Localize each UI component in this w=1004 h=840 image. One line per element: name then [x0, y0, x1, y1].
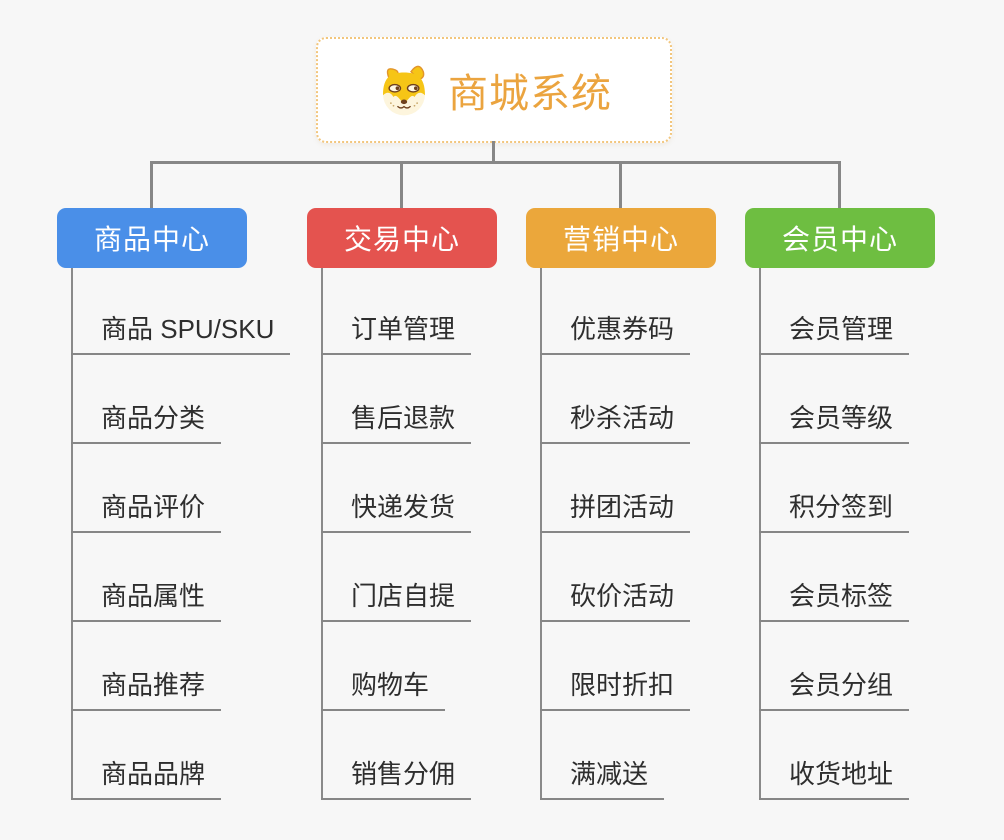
leaf-node[interactable]: 会员分组 [759, 667, 910, 711]
branch-box-4[interactable]: 会员中心 [745, 208, 935, 268]
root-title: 商城系统 [448, 72, 612, 116]
connector-bus [150, 161, 841, 164]
leaf-node[interactable]: 会员标签 [759, 578, 910, 622]
branch-box-3[interactable]: 营销中心 [526, 208, 716, 268]
branch-spine-1 [71, 268, 73, 800]
leaf-node[interactable]: 商品分类 [71, 400, 222, 444]
leaf-node[interactable]: 砍价活动 [540, 578, 691, 622]
leaf-node[interactable]: 会员等级 [759, 400, 910, 444]
leaf-node[interactable]: 门店自提 [321, 578, 472, 622]
leaf-node[interactable]: 快递发货 [321, 489, 472, 533]
leaf-node[interactable]: 收货地址 [759, 756, 910, 800]
leaf-node[interactable]: 商品属性 [71, 578, 222, 622]
leaf-node[interactable]: 售后退款 [321, 400, 472, 444]
connector-root-drop [492, 141, 495, 162]
leaf-node[interactable]: 秒杀活动 [540, 400, 691, 444]
root-node[interactable]: 商城系统 [316, 37, 672, 143]
leaf-node[interactable]: 优惠券码 [540, 311, 691, 355]
connector-drop-4 [838, 161, 841, 209]
connector-drop-1 [150, 161, 153, 209]
leaf-node[interactable]: 商品评价 [71, 489, 222, 533]
leaf-node[interactable]: 商品推荐 [71, 667, 222, 711]
leaf-node[interactable]: 拼团活动 [540, 489, 691, 533]
leaf-node[interactable]: 购物车 [321, 667, 446, 711]
branch-spine-2 [321, 268, 323, 800]
branch-spine-3 [540, 268, 542, 800]
leaf-node[interactable]: 积分签到 [759, 489, 910, 533]
leaf-node[interactable]: 会员管理 [759, 311, 910, 355]
branch-box-1[interactable]: 商品中心 [57, 208, 247, 268]
leaf-node[interactable]: 销售分佣 [321, 756, 472, 800]
leaf-node[interactable]: 商品品牌 [71, 756, 222, 800]
leaf-node[interactable]: 限时折扣 [540, 667, 691, 711]
branch-spine-4 [759, 268, 761, 800]
leaf-node[interactable]: 订单管理 [321, 311, 472, 355]
connector-drop-3 [619, 161, 622, 209]
dog-face-icon [376, 62, 432, 118]
connector-drop-2 [400, 161, 403, 209]
branch-box-2[interactable]: 交易中心 [307, 208, 497, 268]
leaf-node[interactable]: 商品 SPU/SKU [71, 311, 291, 355]
leaf-node[interactable]: 满减送 [540, 756, 665, 800]
